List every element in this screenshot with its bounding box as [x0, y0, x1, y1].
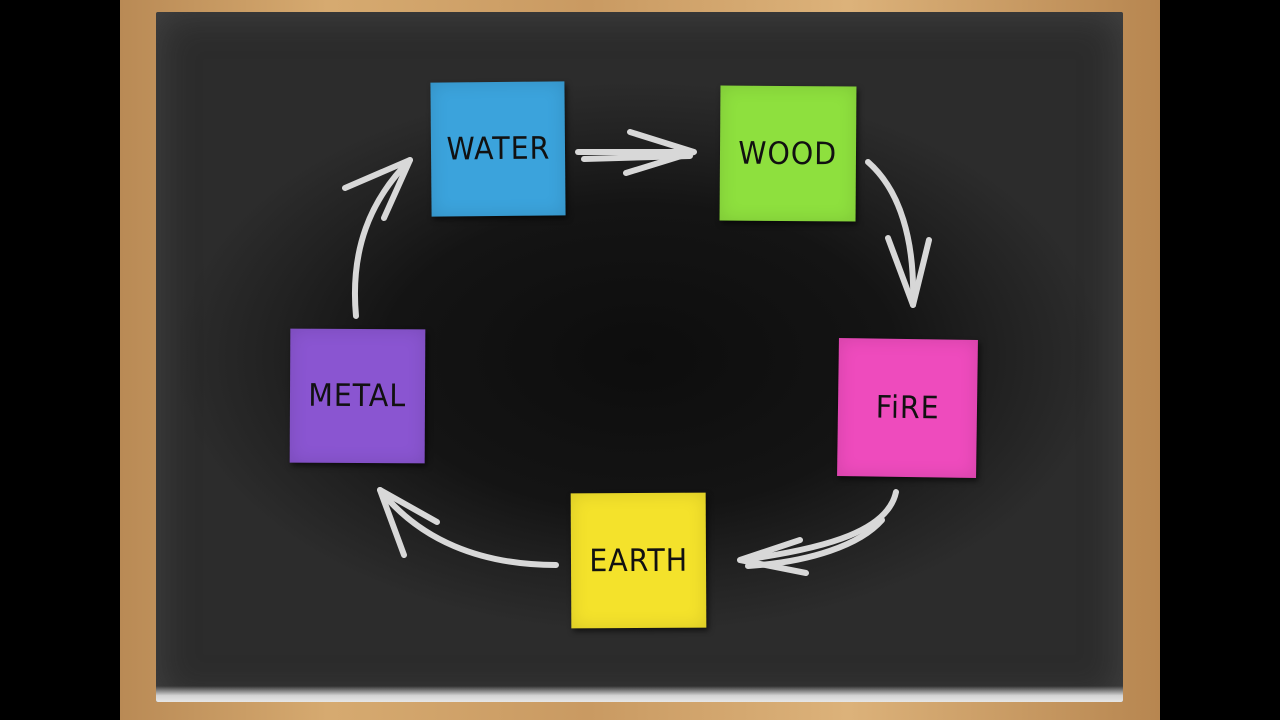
note-label-fire: FiRE [875, 390, 939, 427]
note-label-metal: METAL [308, 378, 406, 415]
arrow-fire-to-earth [740, 492, 896, 573]
note-metal: METAL [290, 329, 426, 464]
note-label-water: WATER [446, 131, 550, 168]
note-earth: EARTH [571, 493, 707, 629]
arrow-wood-to-fire [868, 162, 929, 305]
note-label-wood: WOOD [738, 135, 837, 172]
arrow-metal-to-water [345, 160, 410, 316]
note-water: WATER [430, 81, 565, 216]
arrow-water-to-wood [578, 132, 694, 173]
note-fire: FiRE [837, 338, 978, 478]
note-label-earth: EARTH [589, 542, 688, 579]
note-wood: WOOD [720, 86, 857, 222]
arrow-earth-to-metal [380, 490, 556, 565]
